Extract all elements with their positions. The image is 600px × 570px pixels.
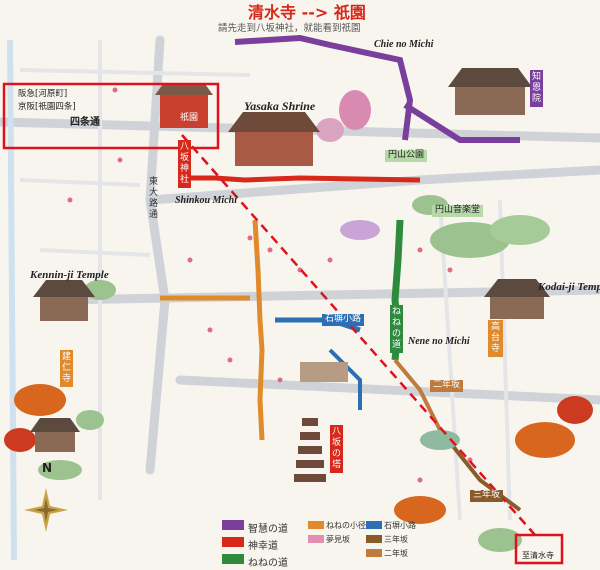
yasaka-jinja-label: 八坂神社 (178, 140, 191, 188)
gion-label: 祇園 (180, 113, 199, 123)
nene-no-michi-label-en: Nene no Michi (408, 336, 470, 347)
legend-yumemi: 夢見坂 (326, 535, 350, 544)
chie-no-michi-label-en: Chie no Michi (374, 39, 434, 50)
maruyama-park-label: 円山公園 (385, 150, 428, 162)
legend-ninen: 二年坂 (384, 549, 408, 558)
legend-chie: 智慧の道 (248, 524, 288, 535)
yasaka-shrine-label-en: Yasaka Shrine (244, 99, 316, 113)
shinkou-michi-label-en: Shinkou Michi (175, 195, 237, 206)
legend-nene: ねねの道 (248, 558, 288, 569)
map-title: 清水寺 --> 祇園 (248, 3, 366, 22)
buildings (30, 68, 550, 482)
legend-nene-koji: ねねの小径 (326, 521, 366, 530)
maruyama-music-hall-label: 円山音楽堂 (432, 205, 484, 217)
legend-shinkou: 神幸道 (248, 541, 278, 552)
kodaiji-label: 高台寺 (488, 320, 503, 357)
map-subtitle: 請先走到八坂神社，就能看到祇園 (218, 23, 361, 34)
ishibe-koji-label: 石塀小路 (322, 314, 365, 326)
compass-north-label: N (42, 461, 53, 475)
gion-highlight-box (2, 82, 220, 150)
shinkou-route (185, 175, 421, 183)
sannenzaka-label: 三年坂 (470, 490, 504, 502)
legend-sannen: 三年坂 (384, 535, 408, 544)
kenninji-label: 建仁寺 (60, 350, 73, 387)
kiyomizu-highlight-box (514, 533, 564, 565)
hankyu-station-label: 阪急[河原町] (18, 89, 68, 99)
trees (4, 90, 593, 552)
kenninji-label-en: Kennin-ji Temple (30, 269, 109, 281)
shijo-street-label: 四条通 (70, 117, 100, 128)
ninen-route (393, 358, 442, 431)
ninenzaka-label: 二年坂 (430, 380, 464, 392)
kiyomizu-destination-label: 至清水寺 (522, 551, 554, 560)
yasaka-tower-label: 八坂の塔 (330, 425, 343, 473)
higashioji-street-label: 東大路通 (148, 177, 158, 220)
keihan-station-label: 京阪[祇園四条] (18, 102, 76, 112)
south-road (175, 375, 600, 405)
compass-icon (24, 488, 68, 532)
nene-koji-route (252, 219, 265, 441)
poi-dots (67, 87, 473, 483)
higashioji-street (145, 35, 170, 475)
nene-vertical-label: ねねの道 (390, 305, 403, 353)
kodaiji-label-en: Kodai-ji Temple (538, 281, 600, 293)
chionin-label: 知恩院 (530, 70, 543, 107)
legend-ishibe: 石塀小路 (384, 521, 416, 530)
